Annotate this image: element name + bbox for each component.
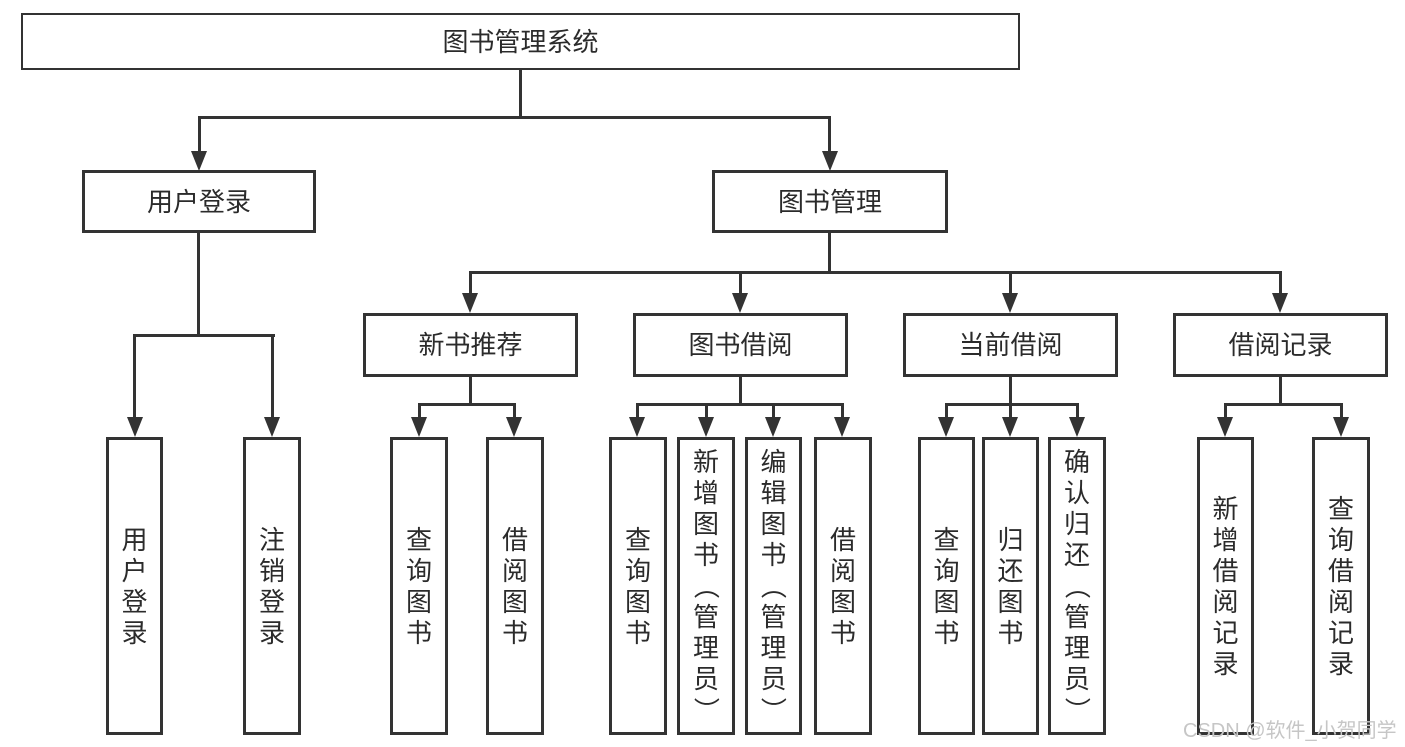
connector-user-login-stub	[197, 233, 200, 337]
arrowhead-leaf-logout	[264, 417, 280, 437]
arrowhead-leaf-3	[629, 417, 645, 437]
connector-drop-1	[418, 403, 421, 419]
node-book-borrow: 图书借阅	[633, 313, 848, 377]
leaf-query-books-recommend: 查询图书	[390, 437, 448, 735]
arrowhead-leaf-11	[1333, 417, 1349, 437]
leaf-edit-books-admin: 编辑图书（管理员）	[745, 437, 802, 735]
leaf-add-borrow-record: 新增借阅记录	[1197, 437, 1254, 735]
connector-borrow-records-rail	[1224, 403, 1342, 406]
arrowhead-leaf-2	[506, 417, 522, 437]
arrowhead-leaf-7	[938, 417, 954, 437]
arrowhead-leaf-9	[1069, 417, 1085, 437]
connector-drop-9	[1076, 403, 1079, 419]
connector-root-rail	[198, 116, 831, 119]
connector-drop-10	[1224, 403, 1227, 419]
leaf-borrow-books-recommend: 借阅图书	[486, 437, 544, 735]
arrowhead-new-book	[462, 293, 478, 313]
arrowhead-leaf-10	[1217, 417, 1233, 437]
arrowhead-leaf-user-login	[127, 417, 143, 437]
leaf-add-books-admin: 新增图书（管理员）	[677, 437, 735, 735]
connector-drop-new-book	[469, 271, 472, 295]
connector-drop-user-login	[198, 116, 201, 152]
connector-book-borrow-rail	[636, 403, 843, 406]
connector-current-borrow-stub	[1009, 377, 1012, 406]
leaf-query-books-borrow: 查询图书	[609, 437, 667, 735]
connector-drop-borrow-records	[1279, 271, 1282, 295]
connector-new-book-rail	[418, 403, 516, 406]
connector-book-mgmt-rail	[469, 271, 1281, 274]
connector-drop-8	[1009, 403, 1012, 419]
node-new-book-recommend: 新书推荐	[363, 313, 578, 377]
arrowhead-leaf-6	[834, 417, 850, 437]
arrowhead-book-borrow	[732, 293, 748, 313]
leaf-query-borrow-record: 查询借阅记录	[1312, 437, 1370, 735]
arrowhead-leaf-4	[698, 417, 714, 437]
connector-drop-leaf-logout	[271, 334, 274, 419]
leaf-query-books-current: 查询图书	[918, 437, 975, 735]
csdn-watermark: CSDN @软件_小贺同学	[1183, 720, 1397, 742]
connector-root-stub	[519, 69, 522, 118]
connector-drop-11	[1340, 403, 1343, 419]
leaf-user-login: 用户登录	[106, 437, 163, 735]
arrowhead-leaf-1	[411, 417, 427, 437]
node-borrow-records: 借阅记录	[1173, 313, 1388, 377]
connector-user-login-rail	[134, 334, 275, 337]
leaf-return-books: 归还图书	[982, 437, 1039, 735]
arrowhead-borrow-records	[1272, 293, 1288, 313]
node-root: 图书管理系统	[21, 13, 1020, 70]
arrowhead-leaf-8	[1002, 417, 1018, 437]
connector-new-book-stub	[469, 377, 472, 406]
connector-drop-2	[513, 403, 516, 419]
connector-drop-current-borrow	[1009, 271, 1012, 295]
connector-drop-6	[841, 403, 844, 419]
connector-drop-5	[772, 403, 775, 419]
connector-drop-book-borrow	[739, 271, 742, 295]
connector-drop-3	[636, 403, 639, 419]
connector-drop-leaf-user-login	[133, 334, 136, 419]
leaf-confirm-return-admin: 确认归还（管理员）	[1048, 437, 1106, 735]
node-user-login: 用户登录	[82, 170, 316, 233]
connector-borrow-records-stub	[1279, 377, 1282, 406]
leaf-logout: 注销登录	[243, 437, 301, 735]
leaf-borrow-books: 借阅图书	[814, 437, 872, 735]
connector-drop-book-management	[828, 116, 831, 152]
connector-drop-4	[705, 403, 708, 419]
connector-book-borrow-stub	[739, 377, 742, 406]
node-current-borrow: 当前借阅	[903, 313, 1118, 377]
arrowhead-leaf-5	[765, 417, 781, 437]
connector-book-mgmt-stub	[828, 233, 831, 274]
arrowhead-current-borrow	[1002, 293, 1018, 313]
arrowhead-book-management	[822, 151, 838, 171]
connector-drop-7	[945, 403, 948, 419]
arrowhead-user-login	[191, 151, 207, 171]
node-book-management: 图书管理	[712, 170, 948, 233]
